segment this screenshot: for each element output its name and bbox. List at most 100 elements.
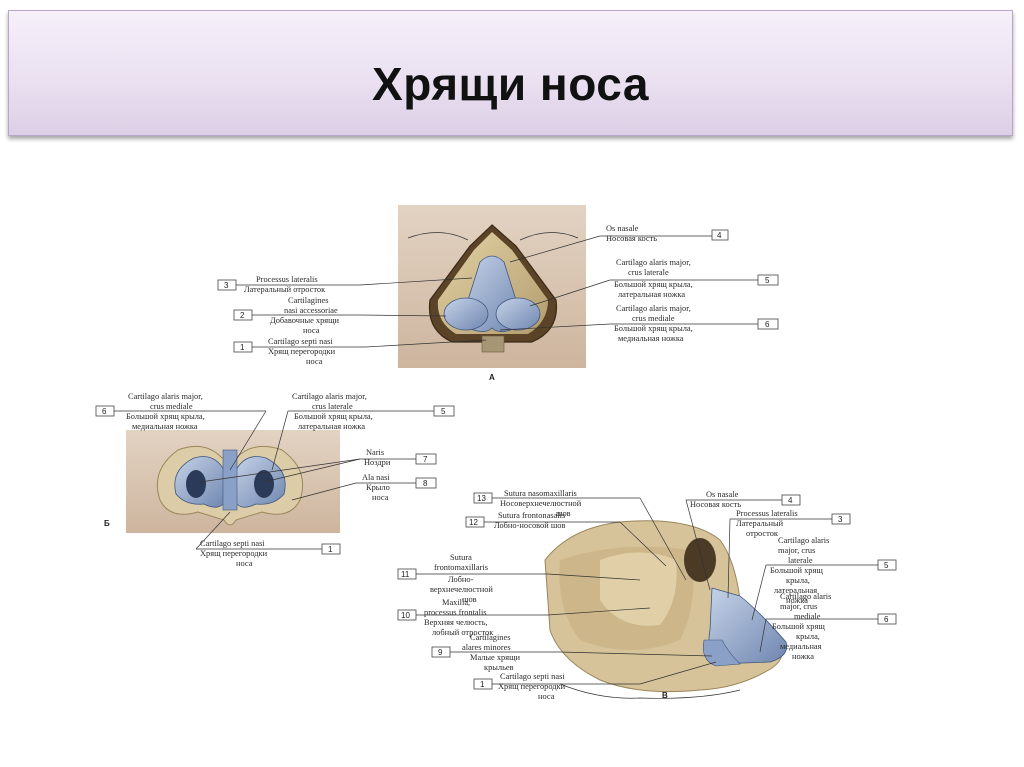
svg-text:Носовая кость: Носовая кость [690,500,741,509]
svg-text:Хрящ перегородки: Хрящ перегородки [268,347,336,356]
figure-b-label-crus-mediale: Cartilago alaris major, crus mediale Бол… [95,392,267,471]
svg-text:3: 3 [224,281,229,290]
svg-text:alares minores: alares minores [462,643,511,652]
svg-text:Лобно-: Лобно- [448,575,474,584]
svg-text:Cartilago alaris major,: Cartilago alaris major, [292,392,367,401]
svg-text:шов: шов [462,595,477,604]
svg-text:отросток: отросток [746,529,779,538]
svg-text:9: 9 [438,648,443,657]
svg-text:крыльев: крыльев [484,663,514,672]
svg-text:Большой хрящ крыла,: Большой хрящ крыла, [614,324,693,333]
svg-text:Os nasale: Os nasale [606,224,639,233]
svg-text:3: 3 [838,515,843,524]
figure-c-label-nasomaxillaris: 13 Sutura nasomaxillaris Носоверхнечелюс… [473,489,687,581]
figure-b-label-crus-laterale: Cartilago alaris major, crus laterale Бо… [271,392,455,471]
svg-text:Cartilagines: Cartilagines [288,296,328,305]
svg-text:Добавочные хрящи: Добавочные хрящи [270,316,340,325]
svg-text:лобный отросток: лобный отросток [432,628,494,637]
svg-text:mediale: mediale [794,612,821,621]
svg-text:crus mediale: crus mediale [632,314,675,323]
svg-text:6: 6 [765,320,770,329]
figure-a-label-crus-mediale: Cartilago alaris major, crus mediale Бол… [499,304,779,343]
svg-text:Латеральный: Латеральный [736,519,784,528]
svg-text:2: 2 [240,311,245,320]
figure-a-image [398,205,586,368]
svg-text:Хрящ перегородки: Хрящ перегородки [200,549,268,558]
svg-text:Малые хрящи: Малые хрящи [470,653,521,662]
svg-text:Processus lateralis: Processus lateralis [256,275,318,284]
svg-text:Cartilago alaris: Cartilago alaris [780,592,831,601]
svg-text:4: 4 [717,231,722,240]
figure-b-image [126,430,340,533]
svg-text:носа: носа [303,326,320,335]
title-bar: Хрящи носа [8,10,1013,136]
svg-text:major, crus: major, crus [778,546,815,555]
svg-text:Большой хрящ крыла,: Большой хрящ крыла, [294,412,373,421]
svg-text:медиальная ножка: медиальная ножка [132,422,198,431]
figure-b-label-naris: Naris Ноздри 7 [199,448,437,483]
svg-text:11: 11 [401,570,410,579]
svg-text:Большой хрящ: Большой хрящ [772,622,825,631]
figure-c-label-frontonasalis: 12 Sutura frontonasalis Лобно-носовой шо… [465,511,667,567]
svg-text:крыла,: крыла, [796,632,820,641]
figure-a-label-nasi-accessoriae: Cartilagines nasi accessoriae Добавочные… [233,296,447,335]
svg-text:6: 6 [884,615,889,624]
svg-text:1: 1 [480,680,485,689]
slide-title: Хрящи носа [372,58,649,110]
svg-text:латеральная ножка: латеральная ножка [298,422,365,431]
svg-text:5: 5 [884,561,889,570]
figure-c-label-frontomaxillaris: Sutura frontomaxillaris Лобно- верхнечел… [397,553,641,604]
svg-text:crus laterale: crus laterale [628,268,669,277]
svg-text:Sutura: Sutura [450,553,472,562]
svg-text:Os nasale: Os nasale [706,490,739,499]
svg-text:носа: носа [236,559,253,568]
figure-c-label-processus-lateralis: Processus lateralis Латеральный отросток… [727,509,851,599]
svg-text:1: 1 [328,545,333,554]
svg-text:медиальная ножка: медиальная ножка [618,334,684,343]
svg-text:Cartilago alaris major,: Cartilago alaris major, [128,392,203,401]
svg-text:8: 8 [423,479,428,488]
figure-a-label-crus-laterale: Cartilago alaris major, crus laterale Бо… [529,258,779,307]
svg-text:12: 12 [469,518,478,527]
svg-text:Верхняя челюсть,: Верхняя челюсть, [424,618,488,627]
svg-text:Naris: Naris [366,448,384,457]
svg-text:Большой хрящ крыла,: Большой хрящ крыла, [614,280,693,289]
svg-text:ножка: ножка [786,596,808,605]
figure-b-label-septi-nasi: Cartilago septi nasi Хрящ перегородки но… [195,511,341,568]
figure-b-letter: Б [104,519,110,528]
figure-c-label-septi-nasi: Cartilago septi nasi Хрящ перегородки но… [473,661,717,701]
svg-text:Maxilla,: Maxilla, [442,598,470,607]
svg-text:латеральная: латеральная [774,586,817,595]
svg-text:5: 5 [441,407,446,416]
svg-text:7: 7 [423,455,428,464]
svg-text:Processus lateralis: Processus lateralis [736,509,798,518]
figure-c-label-crus-laterale: Cartilago alaris major, crus laterale Бо… [751,536,897,621]
figure-a-label-processus-lateralis: Processus lateralis Латеральный отросток… [217,275,473,294]
svg-text:Лобно-носовой шов: Лобно-носовой шов [494,521,565,530]
svg-text:носа: носа [538,692,555,701]
svg-text:Cartilago septi nasi: Cartilago septi nasi [500,672,565,681]
svg-text:Латеральный отросток: Латеральный отросток [244,285,326,294]
svg-text:Носоверхнечелюстной: Носоверхнечелюстной [500,499,582,508]
svg-text:Sutura frontonasalis: Sutura frontonasalis [498,511,565,520]
figure-a-letter: А [489,373,495,382]
svg-text:Sutura nasomaxillaris: Sutura nasomaxillaris [504,489,577,498]
figure-c-label-crus-mediale: Cartilago alaris major, crus mediale Бол… [759,592,897,661]
svg-text:10: 10 [401,611,410,620]
svg-text:крыла,: крыла, [786,576,810,585]
svg-text:frontomaxillaris: frontomaxillaris [434,563,488,572]
svg-text:носа: носа [306,357,323,366]
svg-text:Большой хрящ: Большой хрящ [770,566,823,575]
svg-text:медиальная: медиальная [780,642,822,651]
svg-text:Cartilago septi nasi: Cartilago septi nasi [268,337,333,346]
svg-text:crus mediale: crus mediale [150,402,193,411]
svg-text:Cartilago septi nasi: Cartilago septi nasi [200,539,265,548]
svg-text:5: 5 [765,276,770,285]
svg-text:Большой хрящ крыла,: Большой хрящ крыла, [126,412,205,421]
svg-text:Cartilago alaris major,: Cartilago alaris major, [616,304,691,313]
svg-text:Хрящ перегородки: Хрящ перегородки [498,682,566,691]
svg-text:шов: шов [556,509,571,518]
svg-text:Cartilagines: Cartilagines [470,633,510,642]
svg-text:носа: носа [372,493,389,502]
